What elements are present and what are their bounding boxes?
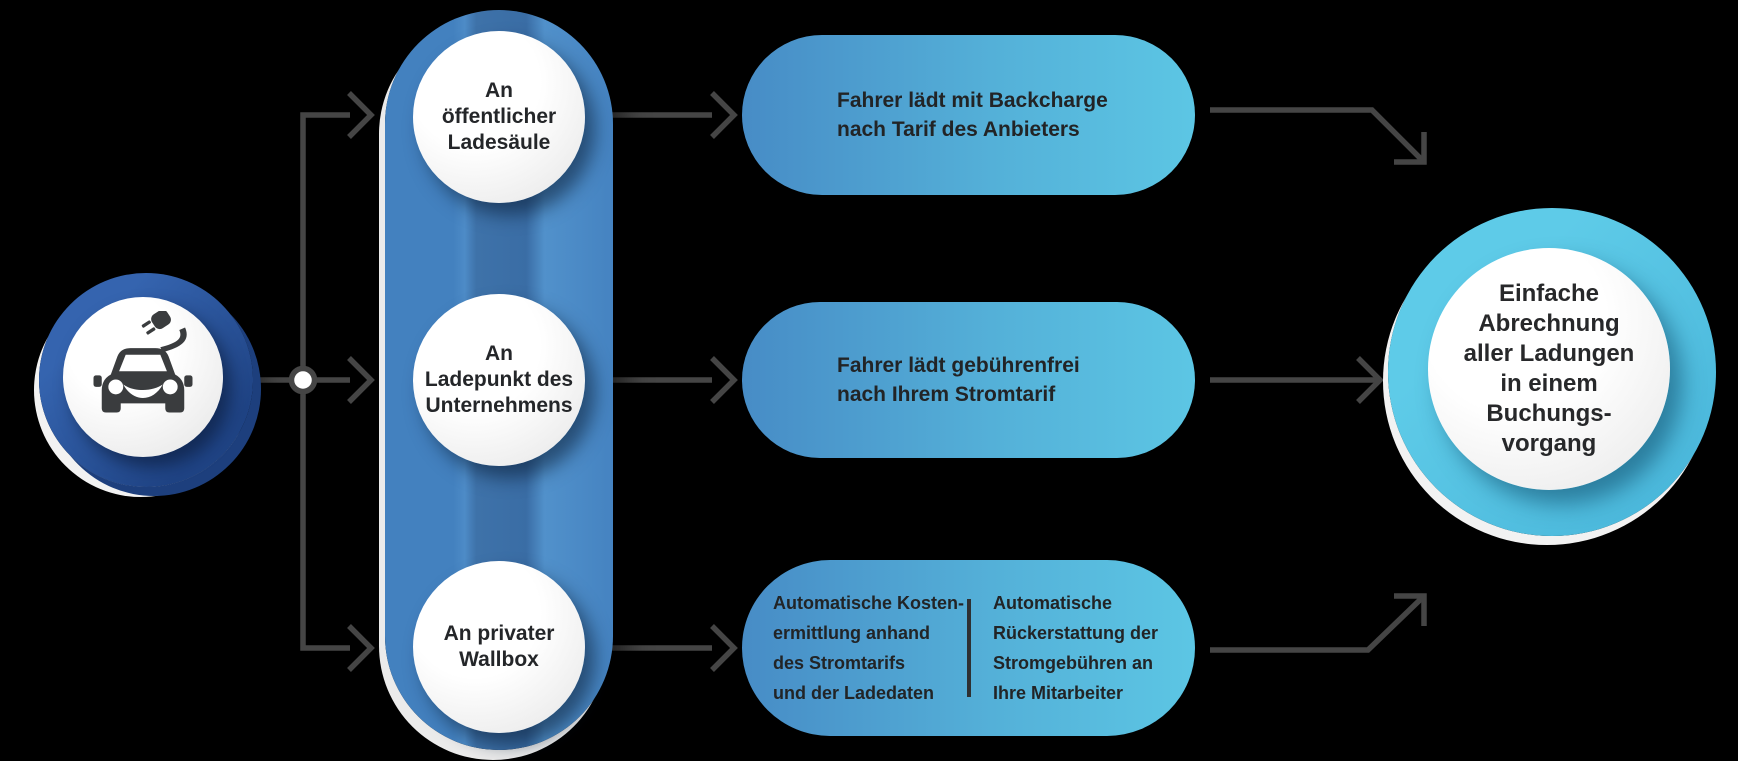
junction-dot <box>288 365 318 395</box>
node-public-charging-station: An öffentlicher Ladesäule <box>413 31 585 203</box>
arrowhead-bottom-branch <box>347 624 375 672</box>
outcome-text: Fahrer lädt mit Backcharge nach Tarif de… <box>837 89 1108 141</box>
line-pill3-to-result <box>1210 594 1426 653</box>
arrowhead-result-top <box>1394 132 1427 165</box>
arrowhead-top-branch <box>347 91 375 139</box>
car-grille <box>123 384 163 399</box>
outcome-pill-company: Fahrer lädt gebührenfrei nach Ihrem Stro… <box>742 302 1195 458</box>
arrowhead-middle-branch <box>347 356 375 404</box>
node-label: An Ladepunkt des Unternehmens <box>424 342 574 417</box>
arrowhead-pill3 <box>710 624 738 672</box>
node-company-charging-point: An Ladepunkt des Unternehmens <box>413 294 585 466</box>
outcome-text-right: Automatische Rückerstattung der Stromgeb… <box>993 593 1159 703</box>
ev-car-badge <box>39 273 253 487</box>
car-windshield <box>119 354 167 372</box>
arrowhead-result-bottom <box>1394 593 1427 626</box>
outcome-text-left: Automatische Kosten- ermittlung anhand d… <box>773 593 965 703</box>
charging-plug <box>141 311 171 335</box>
outcome-pill-wallbox: Automatische Kosten- ermittlung anhand d… <box>742 560 1195 736</box>
arrowhead-pill2 <box>710 356 738 404</box>
outcome-text: Fahrer lädt gebührenfrei nach Ihrem Stro… <box>837 354 1080 406</box>
arrowhead-pill1 <box>710 91 738 139</box>
result-circle: Einfache Abrechnung aller Ladungen in ei… <box>1388 208 1716 536</box>
car-mirror-right <box>184 375 193 387</box>
charging-cable <box>160 327 187 353</box>
node-label: An privater Wallbox <box>443 622 555 671</box>
pill-divider <box>967 599 971 697</box>
car-headlight-left <box>108 379 124 395</box>
node-label: An öffentlicher Ladesäule <box>441 79 557 154</box>
outcome-pill-public: Fahrer lädt mit Backcharge nach Tarif de… <box>742 35 1195 195</box>
car-mirror-left <box>93 375 102 387</box>
node-private-wallbox: An privater Wallbox <box>413 561 585 733</box>
result-text: Einfache Abrechnung aller Ladungen in ei… <box>1463 280 1635 457</box>
car-headlight-right <box>162 379 178 395</box>
ev-car-plug-icon <box>93 311 193 413</box>
arrowhead-result-middle <box>1356 356 1384 404</box>
line-pill1-to-result <box>1210 107 1426 164</box>
result-circle-inner: Einfache Abrechnung aller Ladungen in ei… <box>1428 248 1670 490</box>
ev-car-badge-inner <box>63 297 223 457</box>
